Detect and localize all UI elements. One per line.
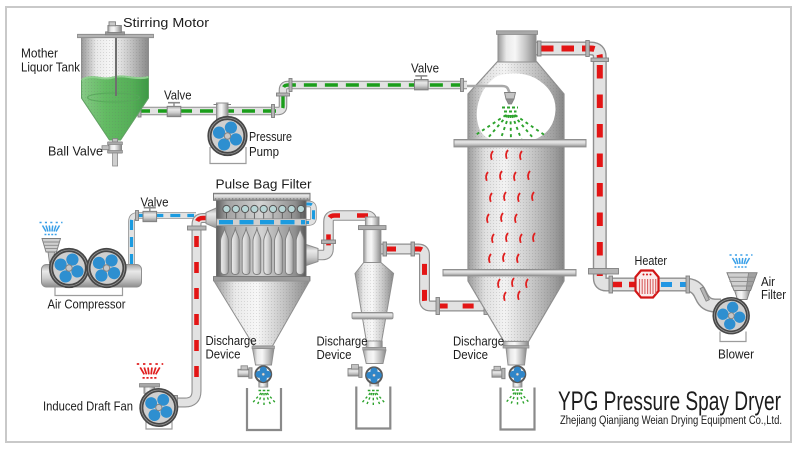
svg-text:YPG Pressure Spay Dryer: YPG Pressure Spay Dryer bbox=[558, 386, 781, 416]
svg-text:Device: Device bbox=[317, 347, 352, 362]
svg-text:Blower: Blower bbox=[718, 347, 755, 362]
svg-text:Pulse Bag Filter: Pulse Bag Filter bbox=[216, 177, 313, 192]
svg-text:Discharge: Discharge bbox=[206, 333, 257, 348]
svg-text:Ball Valve: Ball Valve bbox=[48, 144, 103, 159]
svg-text:Liquor Tank: Liquor Tank bbox=[21, 60, 80, 75]
svg-text:Device: Device bbox=[206, 347, 241, 362]
svg-text:Pump: Pump bbox=[249, 144, 279, 159]
svg-text:Device: Device bbox=[453, 347, 488, 362]
svg-text:Valve: Valve bbox=[141, 195, 169, 210]
svg-text:Mother: Mother bbox=[21, 46, 59, 61]
svg-text:Air Compressor: Air Compressor bbox=[48, 297, 127, 312]
svg-text:Pressure: Pressure bbox=[249, 129, 292, 144]
svg-text:Stirring Motor: Stirring Motor bbox=[123, 15, 210, 30]
svg-text:Filter: Filter bbox=[761, 287, 787, 302]
svg-text:Valve: Valve bbox=[411, 61, 439, 76]
svg-text:Heater: Heater bbox=[635, 253, 668, 268]
svg-text:Discharge: Discharge bbox=[453, 334, 504, 349]
svg-text:Discharge: Discharge bbox=[317, 334, 368, 349]
svg-text:Air: Air bbox=[761, 274, 776, 289]
svg-text:Zhejiang Qianjiang Weian Dryin: Zhejiang Qianjiang Weian Drying Equipmen… bbox=[560, 415, 782, 427]
svg-text:Valve: Valve bbox=[164, 88, 192, 103]
svg-text:Induced Draft Fan: Induced Draft Fan bbox=[43, 399, 133, 414]
